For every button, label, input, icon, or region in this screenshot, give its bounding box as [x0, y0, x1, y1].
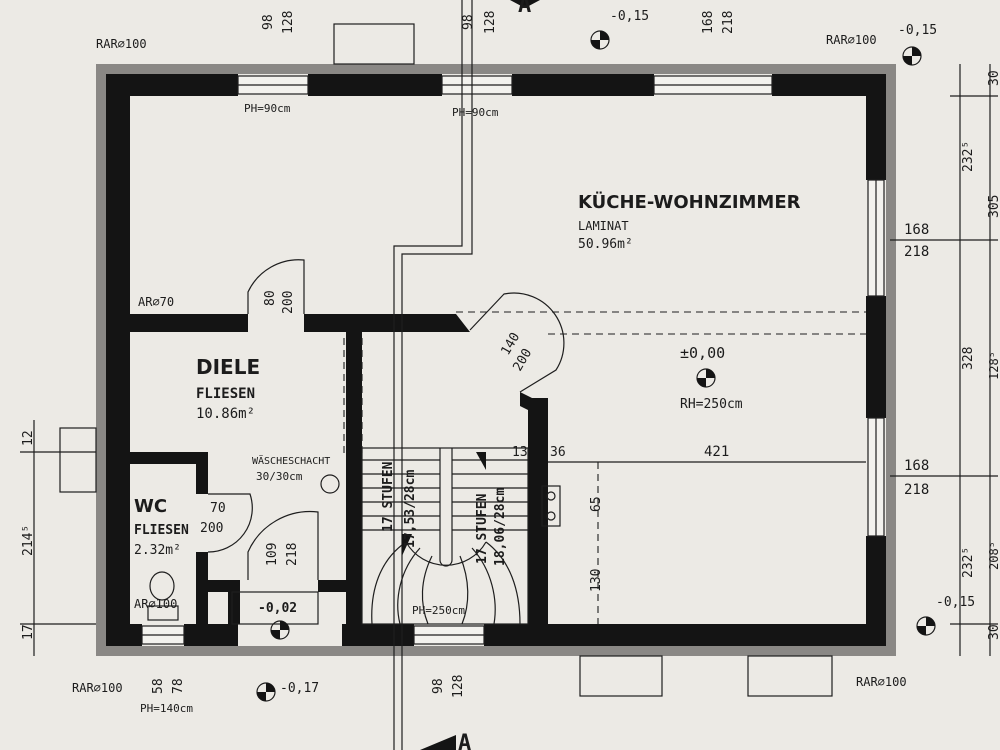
light-wells — [59, 23, 833, 697]
rar-top-left: RAR⌀100 — [96, 37, 147, 51]
dim-left-214: 214⁵ — [21, 525, 36, 556]
dim-right-128: 128⁵ — [987, 351, 1000, 380]
hall-floor: FLIESEN — [196, 386, 255, 402]
door-hall-b: 200 — [281, 291, 296, 314]
stairs-left-rise: 17,53/28cm — [403, 470, 418, 548]
exterior-walls — [106, 74, 886, 646]
level-markers — [256, 30, 936, 702]
dim-65: 65 — [589, 496, 604, 512]
section-arrow-top — [510, 0, 540, 8]
laundry-chute-icon — [320, 474, 340, 494]
fixtures — [147, 474, 561, 621]
door-wc-a: 70 — [210, 501, 226, 516]
hall-name: DIELE — [196, 355, 260, 379]
rar-bottom-right: RAR⌀100 — [856, 675, 907, 689]
windows — [141, 75, 885, 645]
dim-left-17: 17 — [21, 624, 36, 640]
rar-top-right: RAR⌀100 — [826, 33, 877, 47]
dim-130: 130 — [589, 569, 604, 592]
interior-walls — [130, 314, 548, 624]
laundry-chute-name: WÄSCHESCHACHT — [252, 454, 330, 467]
dim-right-208: 208⁵ — [987, 541, 1000, 570]
stairs-right-steps: 17 STUFEN — [475, 493, 490, 564]
laundry-chute-size: 30/30cm — [256, 470, 303, 483]
stairs-left-steps: 17 STUFEN — [381, 461, 396, 532]
kitchen-area: 50.96m² — [578, 237, 633, 252]
right-win2-b: 218 — [904, 482, 929, 498]
door-swings — [207, 259, 565, 580]
staircase — [361, 447, 529, 625]
top-win1-b: 128 — [281, 11, 296, 34]
dim-right-305: 305 — [987, 195, 1000, 218]
top-win3-a: 168 — [701, 11, 716, 34]
section-arrow-bottom — [420, 735, 456, 750]
level-main: ±0,00 — [680, 344, 725, 362]
bottom-win1-b: 78 — [171, 678, 186, 694]
dim-right-232a: 232⁵ — [961, 141, 976, 172]
bottom-win2-ph: PH=250cm — [412, 604, 465, 617]
door-entry-b: 218 — [285, 543, 300, 566]
kitchen-name: KÜCHE-WOHNZIMMER — [578, 191, 801, 213]
dim-right-30a: 30 — [987, 70, 1000, 86]
section-label-top: A — [518, 0, 531, 18]
level-right-bottom: -0,15 — [936, 595, 975, 610]
right-win1-a: 168 — [904, 222, 929, 238]
bottom-win1-a: 58 — [151, 678, 166, 694]
door-hall-a: 80 — [263, 290, 278, 306]
rar-bottom-left: RAR⌀100 — [72, 681, 123, 695]
exterior-hatch — [96, 64, 896, 656]
dim-right-30b: 30 — [987, 624, 1000, 640]
hall-area: 10.86m² — [196, 406, 255, 422]
top-win2-b: 128 — [483, 11, 498, 34]
top-win1-a: 98 — [261, 14, 276, 30]
dim-421: 421 — [704, 444, 729, 460]
dim-right-232b: 232⁵ — [961, 547, 976, 578]
top-win1-ph: PH=90cm — [244, 102, 291, 115]
wc-name: WC — [134, 496, 167, 517]
right-win2-a: 168 — [904, 458, 929, 474]
socket-icon — [541, 485, 561, 527]
top-win2-ph: PH=90cm — [452, 106, 499, 119]
wc-floor: FLIESEN — [134, 523, 189, 538]
ar-wc: AR⌀100 — [134, 597, 177, 611]
room-height: RH=250cm — [680, 397, 743, 412]
bottom-win1-ph: PH=140cm — [140, 702, 193, 715]
dim-right-328: 328 — [961, 347, 976, 370]
door-wc-b: 200 — [200, 521, 223, 536]
level-top-left: -0,15 — [610, 9, 649, 24]
dim-left-12: 12 — [21, 430, 36, 446]
level-entry: -0,02 — [258, 601, 297, 616]
level-bottom-left: -0,17 — [280, 681, 319, 696]
stairs-right-rise: 18,06/28cm — [493, 488, 508, 566]
level-top-right: -0,15 — [898, 23, 937, 38]
right-win1-b: 218 — [904, 244, 929, 260]
top-win3-b: 218 — [721, 11, 736, 34]
toilet-icon — [149, 571, 175, 601]
section-label-bottom: A — [458, 731, 471, 750]
dimension-lines — [20, 64, 998, 656]
top-win2-a: 98 — [461, 14, 476, 30]
kitchen-floor: LAMINAT — [578, 219, 629, 233]
ar-hall: AR⌀70 — [138, 295, 174, 309]
wc-area: 2.32m² — [134, 543, 181, 558]
door-entry-a: 109 — [265, 543, 280, 566]
dim-13: 13 — [512, 445, 528, 460]
bottom-win2-b: 128 — [451, 675, 466, 698]
dim-36: 36 — [550, 445, 566, 460]
bottom-win2-a: 98 — [431, 678, 446, 694]
